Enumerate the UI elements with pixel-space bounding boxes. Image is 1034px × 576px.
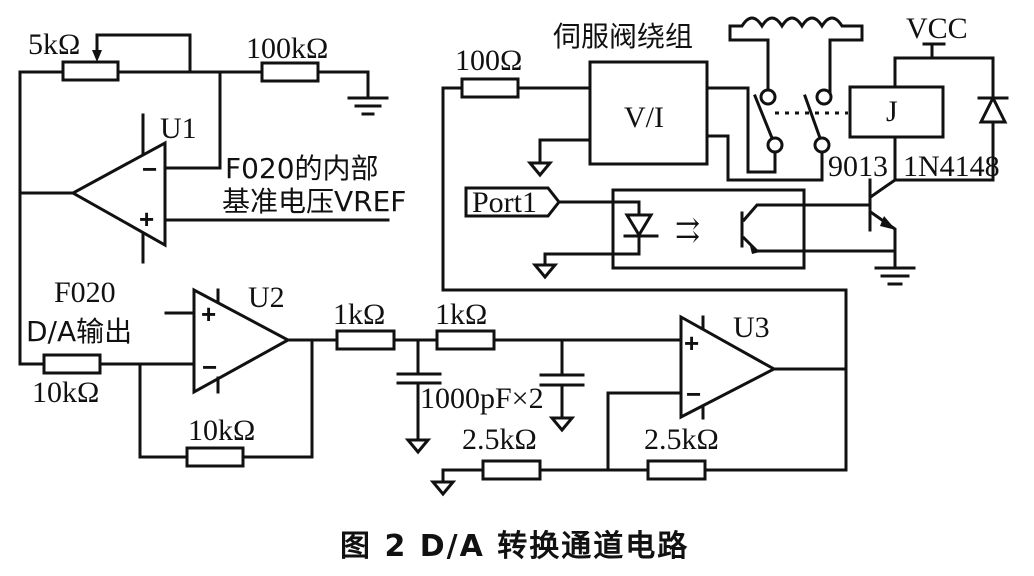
da-output-label-line2: D/A输出 <box>26 315 132 348</box>
u2-plus-sign: + <box>201 299 216 329</box>
relay-contact-1 <box>759 88 777 106</box>
ground-icon-25k <box>429 480 457 497</box>
u1-section: 5kΩ 100kΩ U1 − + F020的内部 基准电压VREF <box>18 28 406 366</box>
opamp-u2 <box>192 287 292 395</box>
potentiometer-5k <box>61 60 120 82</box>
wire-vi-gnd <box>538 138 592 164</box>
optical-link-arrow: ⇉ <box>675 214 700 247</box>
r1-1k-label: 1kΩ <box>333 298 385 331</box>
diode-1n4148-icon <box>977 94 1009 124</box>
r-fb-10k-label: 10kΩ <box>188 414 255 447</box>
vref-label-line2: 基准电压VREF <box>222 185 406 218</box>
vi-relay-section: 100Ω V/I 伺服阀绕组 J VCC 9013 1N4148 <box>455 12 1009 286</box>
u2-section: 10kΩ F020 D/A输出 10kΩ U2 + − <box>26 276 314 468</box>
u2-label: U2 <box>248 281 285 314</box>
phototransistor-icon <box>740 203 897 254</box>
r-in-10k-label: 10kΩ <box>32 376 99 409</box>
relay-switch-blades <box>753 94 822 140</box>
vi-block-label: V/I <box>624 101 664 134</box>
r-25k-a-label: 2.5kΩ <box>462 423 537 456</box>
cap2-wires <box>539 338 585 420</box>
r-100-label: 100Ω <box>455 44 522 77</box>
wire-100k <box>218 70 370 99</box>
ground-icon-cap1 <box>404 438 432 455</box>
opamp-u1 <box>69 140 167 248</box>
pot-wiper-arrow <box>92 50 102 62</box>
capacitor-label: 1000pF×2 <box>420 382 544 415</box>
resistor-2.5k-a <box>481 459 542 481</box>
ground-icon-opto <box>531 263 559 280</box>
u1-minus-sign: − <box>142 154 157 184</box>
vcc-label: VCC <box>906 12 968 45</box>
resistor-1k-a <box>335 329 396 351</box>
wire-u2-inv <box>98 338 314 459</box>
u1-label: U1 <box>160 112 197 145</box>
wire-top <box>18 33 222 74</box>
pot-5k-label: 5kΩ <box>28 28 80 61</box>
u3-minus-sign: − <box>686 379 701 409</box>
u3-plus-sign: + <box>684 328 699 358</box>
resistor-100 <box>460 77 520 99</box>
r-100k-label: 100kΩ <box>246 32 328 65</box>
wire-port-led <box>543 200 641 266</box>
resistor-10k-feedback <box>185 446 245 468</box>
optocoupler-block <box>611 188 806 270</box>
vi-converter-block <box>588 60 709 166</box>
relay-label: J <box>886 95 898 128</box>
r2-1k-label: 1kΩ <box>435 298 487 331</box>
filter-u3-section: 1kΩ 1kΩ 1000pF×2 U3 + − 2.5kΩ 2.5kΩ <box>286 86 848 497</box>
wire-vi-relay <box>705 86 824 182</box>
ground-icon-q <box>874 266 916 286</box>
wire-left-bus <box>18 70 46 366</box>
wire-vcc <box>893 42 995 182</box>
opamp-u3 <box>679 314 778 420</box>
resistor-10k-input <box>42 353 102 375</box>
ground-icon-cap2 <box>548 416 576 433</box>
figure-caption: 图 2 D/A 转换通道电路 <box>340 529 689 564</box>
resistor-2.5k-b <box>646 459 707 481</box>
led-icon <box>623 213 659 238</box>
servo-coil-icon <box>728 16 864 95</box>
transistor-label: 9013 <box>828 150 888 183</box>
wire-u3-neg <box>606 391 683 472</box>
u3-label: U3 <box>733 311 770 344</box>
transistor-9013-icon <box>868 177 898 267</box>
ground-icon-vi <box>526 161 554 178</box>
ground-icon <box>347 96 389 116</box>
cap1-wires <box>396 338 442 442</box>
port1-connector: Port1 <box>464 186 561 219</box>
relay-contact-4 <box>813 136 831 154</box>
resistor-1k-b <box>435 329 496 351</box>
wire-u1-feedback <box>165 70 222 170</box>
wire-25k <box>441 86 848 472</box>
port1-label: Port1 <box>472 186 537 219</box>
r-25k-b-label: 2.5kΩ <box>644 423 719 456</box>
diode-label: 1N4148 <box>903 150 1000 183</box>
relay-contact-3 <box>766 136 784 154</box>
u1-plus-sign: + <box>139 204 154 234</box>
da-output-label-line1: F020 <box>54 276 116 309</box>
relay-contact-2 <box>815 88 833 106</box>
vref-label-line1: F020的内部 <box>225 152 379 185</box>
servo-coil-label: 伺服阀绕组 <box>553 20 693 53</box>
resistor-100k <box>260 61 320 83</box>
u2-minus-sign: − <box>202 352 217 382</box>
